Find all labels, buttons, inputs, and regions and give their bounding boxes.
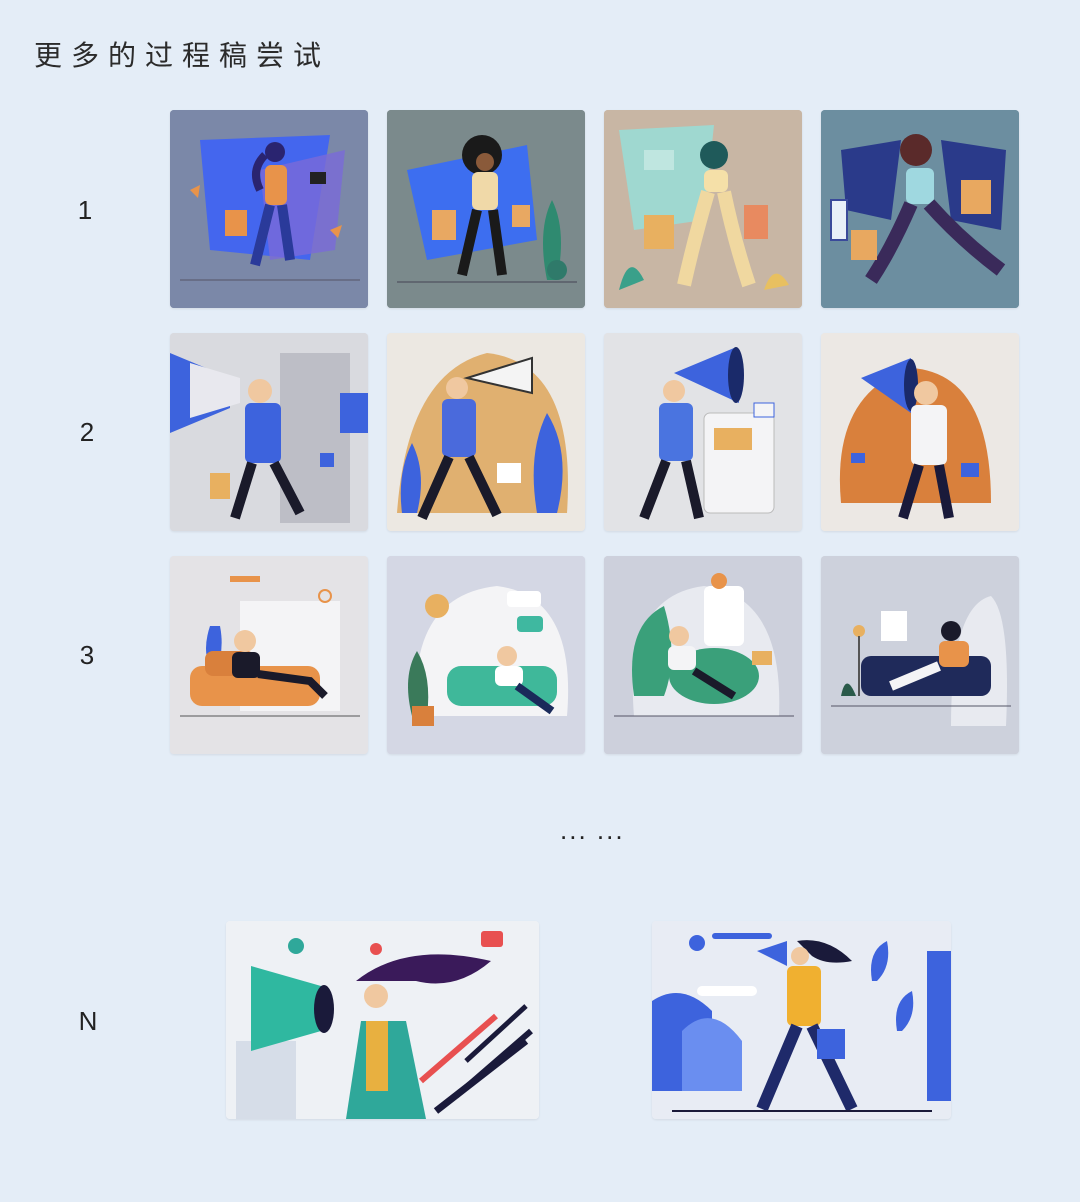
sofa-relaxing-illustration [604, 556, 802, 754]
row-label-1: 1 [77, 195, 93, 225]
thumbnail-row3-2[interactable] [387, 556, 585, 754]
thumbnail-row2-2[interactable] [387, 333, 585, 531]
thumbnail-row1-2[interactable] [387, 110, 585, 308]
continuation-ellipsis: ... ... [560, 815, 625, 845]
row-label-2: 2 [79, 417, 95, 447]
megaphone-man-illustration [604, 333, 802, 531]
row-label-n: N [78, 1006, 98, 1036]
shopping-woman-illustration [821, 110, 1019, 308]
thumbnail-row2-3[interactable] [604, 333, 802, 531]
thumbnail-row1-4[interactable] [821, 110, 1019, 308]
thumbnail-row3-4[interactable] [821, 556, 1019, 754]
sofa-relaxing-illustration [170, 556, 368, 754]
megaphone-woman-walking-illustration [652, 921, 951, 1119]
megaphone-man-illustration [387, 333, 585, 531]
shopping-woman-illustration [170, 110, 368, 308]
sofa-relaxing-illustration [821, 556, 1019, 754]
sofa-relaxing-illustration [387, 556, 585, 754]
final-composition-2[interactable] [652, 921, 951, 1119]
shopping-woman-illustration [387, 110, 585, 308]
thumbnail-row1-1[interactable] [170, 110, 368, 308]
thumbnail-row1-3[interactable] [604, 110, 802, 308]
row-label-3: 3 [79, 640, 95, 670]
shopping-woman-illustration [604, 110, 802, 308]
thumbnail-row2-1[interactable] [170, 333, 368, 531]
thumbnail-row2-4[interactable] [821, 333, 1019, 531]
megaphone-woman-illustration [226, 921, 539, 1119]
final-composition-1[interactable] [226, 921, 539, 1119]
thumbnail-row3-1[interactable] [170, 556, 368, 754]
megaphone-man-illustration [821, 333, 1019, 531]
thumbnail-row3-3[interactable] [604, 556, 802, 754]
page-title: 更多的过程稿尝试 [34, 39, 331, 72]
megaphone-man-illustration [170, 333, 368, 531]
